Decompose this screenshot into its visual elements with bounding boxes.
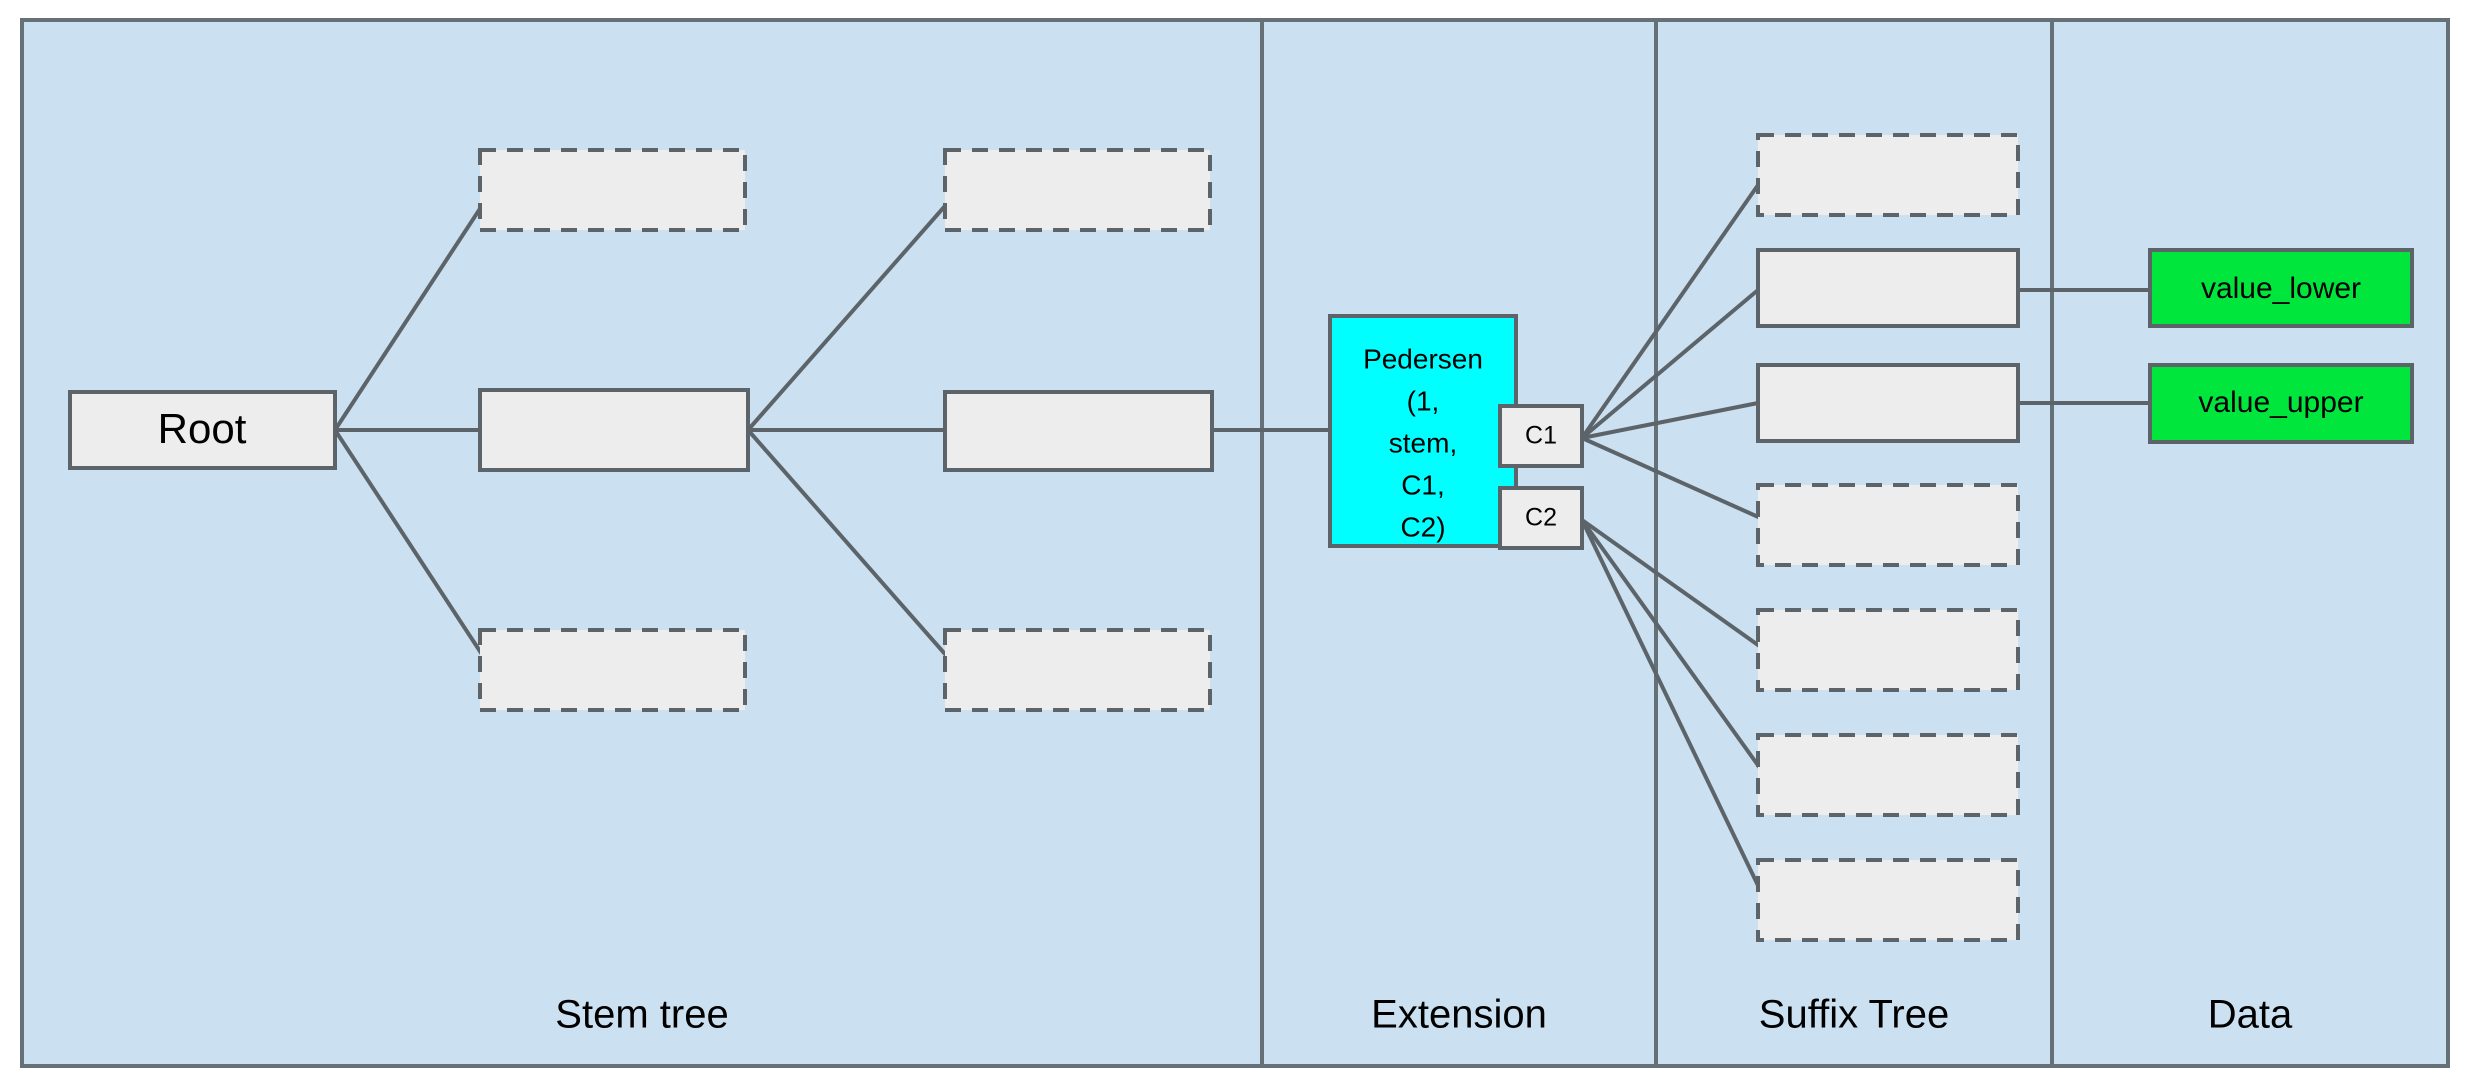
value-upper-label: value_upper bbox=[2198, 386, 2363, 419]
stem-tree-nodes: Root bbox=[68, 148, 1214, 712]
edge-l2-to-l3-top bbox=[746, 196, 954, 432]
extension-node-label-line-4: C1, bbox=[1401, 469, 1445, 500]
column-label-data: Data bbox=[2208, 993, 2293, 1037]
column-label-suffix-tree: Suffix Tree bbox=[1759, 993, 1949, 1037]
suffix-node-1[interactable] bbox=[1756, 133, 2020, 217]
edge-c2-to-suffix-5 bbox=[1580, 518, 1767, 652]
stem-l2-node-top[interactable] bbox=[478, 148, 747, 232]
column-label-stem-tree: Stem tree bbox=[555, 993, 728, 1037]
stem-l3-node-bottom[interactable] bbox=[943, 628, 1212, 712]
extension-node-label-line-1: Pedersen bbox=[1363, 343, 1483, 374]
edge-c1-to-suffix-4 bbox=[1581, 436, 1766, 522]
suffix-node-4[interactable] bbox=[1756, 483, 2020, 567]
suffix-node-6[interactable] bbox=[1756, 733, 2020, 817]
value-lower-label: value_lower bbox=[2201, 272, 2361, 305]
suffix-node-5[interactable] bbox=[1756, 608, 2020, 692]
root-node-label: Root bbox=[158, 405, 247, 452]
suffix-node-7[interactable] bbox=[1756, 858, 2020, 942]
edge-c1-to-suffix-1 bbox=[1580, 173, 1767, 440]
commitment-node-c1[interactable]: C1 bbox=[1498, 404, 1584, 468]
extension-node-label-line-5: C2) bbox=[1400, 511, 1445, 542]
suffix-data-edges bbox=[2018, 288, 2150, 405]
c1-suffix-edges bbox=[1580, 173, 1767, 522]
stem-l2-node-bottom[interactable] bbox=[478, 628, 747, 712]
extension-node-label-line-3: stem, bbox=[1389, 427, 1457, 458]
edge-root-to-l2-bottom bbox=[333, 428, 489, 664]
c2-suffix-edges bbox=[1580, 518, 1767, 901]
suffix-node-2[interactable] bbox=[1756, 248, 2020, 328]
stem-l3-node-top[interactable] bbox=[943, 148, 1212, 232]
extension-node[interactable]: Pedersen (1, stem, C1, C2) bbox=[1328, 314, 1518, 548]
data-node-value-upper[interactable]: value_upper bbox=[2148, 363, 2414, 444]
stem-l2-node-middle[interactable] bbox=[478, 388, 750, 472]
edge-l2-to-l3-bottom bbox=[746, 428, 954, 664]
stem-l3-node-middle[interactable] bbox=[943, 390, 1214, 472]
suffix-node-3[interactable] bbox=[1756, 363, 2020, 443]
edge-c1-to-suffix-3 bbox=[1581, 401, 1759, 440]
stem-tree-edges bbox=[333, 196, 1330, 664]
suffix-tree-nodes bbox=[1756, 133, 2020, 942]
panel-background bbox=[20, 18, 2450, 1068]
root-node[interactable]: Root bbox=[68, 390, 337, 470]
edge-root-to-l2-top bbox=[333, 196, 489, 432]
commitment-c1-label: C1 bbox=[1525, 422, 1557, 450]
edge-c1-to-suffix-2 bbox=[1580, 288, 1760, 440]
extension-node-label-line-2: (1, bbox=[1407, 385, 1440, 416]
commitment-c2-label: C2 bbox=[1525, 504, 1557, 532]
column-label-extension: Extension bbox=[1371, 993, 1547, 1037]
edge-c2-to-suffix-7 bbox=[1580, 519, 1767, 901]
edge-c2-to-suffix-6 bbox=[1580, 518, 1767, 777]
data-node-value-lower[interactable]: value_lower bbox=[2148, 248, 2414, 328]
commitment-node-c2[interactable]: C2 bbox=[1498, 486, 1584, 550]
